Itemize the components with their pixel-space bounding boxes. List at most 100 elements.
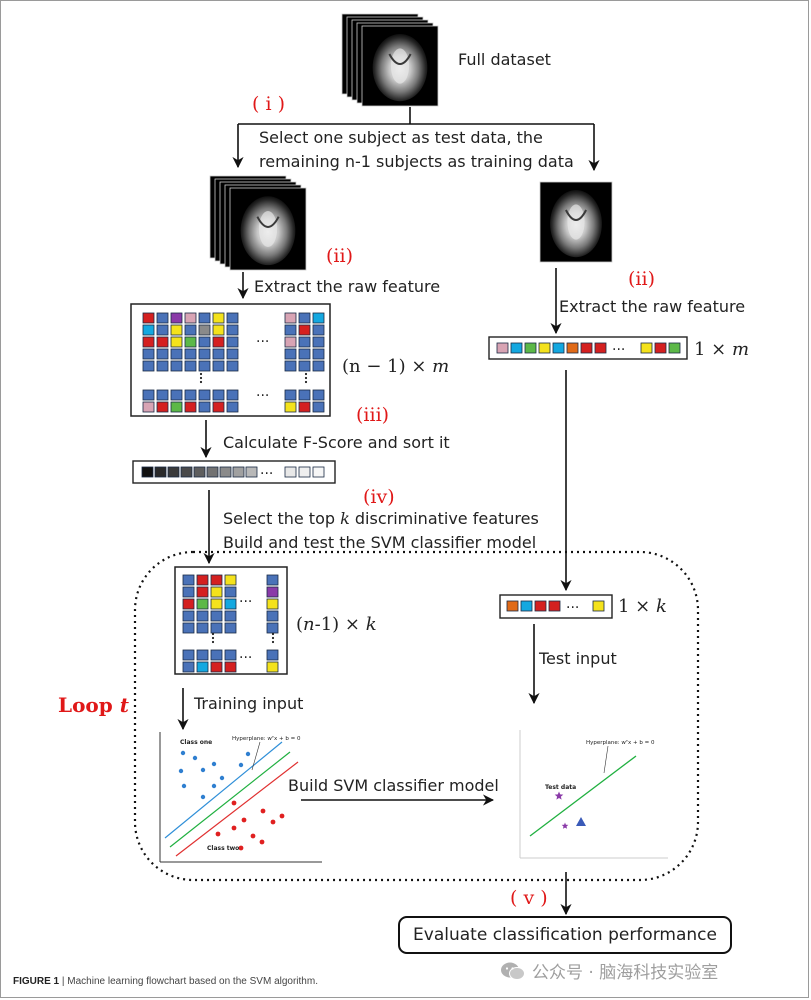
feature-cell <box>224 574 237 586</box>
test-point-star <box>554 791 564 800</box>
feature-cell <box>312 336 325 348</box>
wechat-icon <box>501 962 525 980</box>
vertical-ellipsis-dot <box>304 376 308 380</box>
feature-cell <box>198 360 211 372</box>
extract-raw-feature-left: Extract the raw feature <box>254 277 441 296</box>
class-two-point <box>250 833 256 839</box>
ellipsis-mark: ··· <box>260 466 273 482</box>
class-one-point <box>200 794 206 800</box>
feature-cell <box>142 401 155 413</box>
feature-cell <box>212 324 225 336</box>
class-one-point <box>192 755 198 761</box>
feature-cell <box>196 661 209 673</box>
feature-cell <box>312 348 325 360</box>
ellipsis-mark: ··· <box>566 600 579 616</box>
feature-cell <box>266 622 279 634</box>
feature-cell <box>298 466 311 478</box>
feature-cell <box>182 661 195 673</box>
feature-cell <box>210 661 223 673</box>
feature-cell <box>184 360 197 372</box>
feature-cell <box>184 312 197 324</box>
feature-cell <box>298 312 311 324</box>
feature-cell <box>198 348 211 360</box>
figure-caption: FIGURE 1 | Machine learning flowchart ba… <box>13 976 318 987</box>
feature-cell <box>224 661 237 673</box>
feature-cell <box>142 324 155 336</box>
feature-cell <box>552 342 565 354</box>
hyperplane-pointer <box>603 745 609 774</box>
ellipsis-mark: ··· <box>239 650 252 666</box>
feature-cell <box>210 574 223 586</box>
vertical-ellipsis-dot <box>271 636 275 640</box>
feature-cell <box>284 360 297 372</box>
feature-cell <box>219 466 232 478</box>
test-data-label: Test data <box>545 784 576 791</box>
feature-cell <box>538 342 551 354</box>
feature-cell <box>170 401 183 413</box>
full-dataset-slice <box>361 25 439 107</box>
feature-cell <box>594 342 607 354</box>
class-one-point <box>181 783 187 789</box>
feature-cell <box>196 574 209 586</box>
feature-cell <box>198 389 211 401</box>
feature-cell <box>580 342 593 354</box>
training-image-stack <box>209 175 307 271</box>
feature-cell <box>312 389 325 401</box>
vertical-ellipsis-dot <box>304 372 308 376</box>
watermark: 公众号 · 脑海科技实验室 <box>500 958 718 983</box>
feature-cell <box>156 348 169 360</box>
step-iv-marker: (iv) <box>363 486 395 508</box>
class-two-point <box>231 825 237 831</box>
feature-cell <box>142 312 155 324</box>
feature-cell <box>224 649 237 661</box>
feature-cell <box>184 348 197 360</box>
feature-cell <box>156 401 169 413</box>
feature-cell <box>184 324 197 336</box>
feature-cell <box>312 324 325 336</box>
feature-cell <box>566 342 579 354</box>
feature-cell <box>210 586 223 598</box>
class-two-point <box>260 808 266 814</box>
feature-cell <box>284 348 297 360</box>
feature-cell <box>196 649 209 661</box>
test-subject-image <box>539 181 613 263</box>
feature-cell <box>226 389 239 401</box>
feature-cell <box>548 600 561 612</box>
class-two-label: Class two <box>207 845 239 852</box>
feature-cell <box>180 466 193 478</box>
class-one-point <box>200 767 206 773</box>
class-two-point <box>259 839 265 845</box>
feature-cell <box>506 600 519 612</box>
full-dataset-label: Full dataset <box>458 50 551 69</box>
test-point-star-small <box>561 822 569 829</box>
feature-cell <box>210 610 223 622</box>
vertical-ellipsis-dot <box>211 640 215 644</box>
selected-feature-vector-test: ··· <box>499 594 613 619</box>
feature-cell <box>592 600 605 612</box>
feature-cell <box>298 324 311 336</box>
feature-cell <box>141 466 154 478</box>
ellipsis-mark: ··· <box>256 388 269 404</box>
fscore-sorted-vector: ··· <box>132 460 336 484</box>
feature-cell <box>156 389 169 401</box>
fscore-label: Calculate F-Score and sort it <box>223 433 450 452</box>
feature-cell <box>224 586 237 598</box>
feature-cell <box>654 342 667 354</box>
feature-cell <box>182 649 195 661</box>
feature-cell <box>212 336 225 348</box>
split-description-line1: Select one subject as test data, the <box>259 128 543 147</box>
loop-t-label: Loop t <box>58 693 129 717</box>
class-one-point <box>219 775 225 781</box>
feature-cell <box>156 324 169 336</box>
hyperplane-line <box>529 755 637 837</box>
feature-cell <box>167 466 180 478</box>
feature-cell <box>182 610 195 622</box>
feature-cell <box>312 466 325 478</box>
class-one-point <box>238 762 244 768</box>
feature-cell <box>170 336 183 348</box>
hyperplane-line <box>169 751 291 848</box>
selected-feature-matrix-training: ······ <box>174 566 288 675</box>
feature-cell <box>184 389 197 401</box>
feature-cell <box>198 312 211 324</box>
